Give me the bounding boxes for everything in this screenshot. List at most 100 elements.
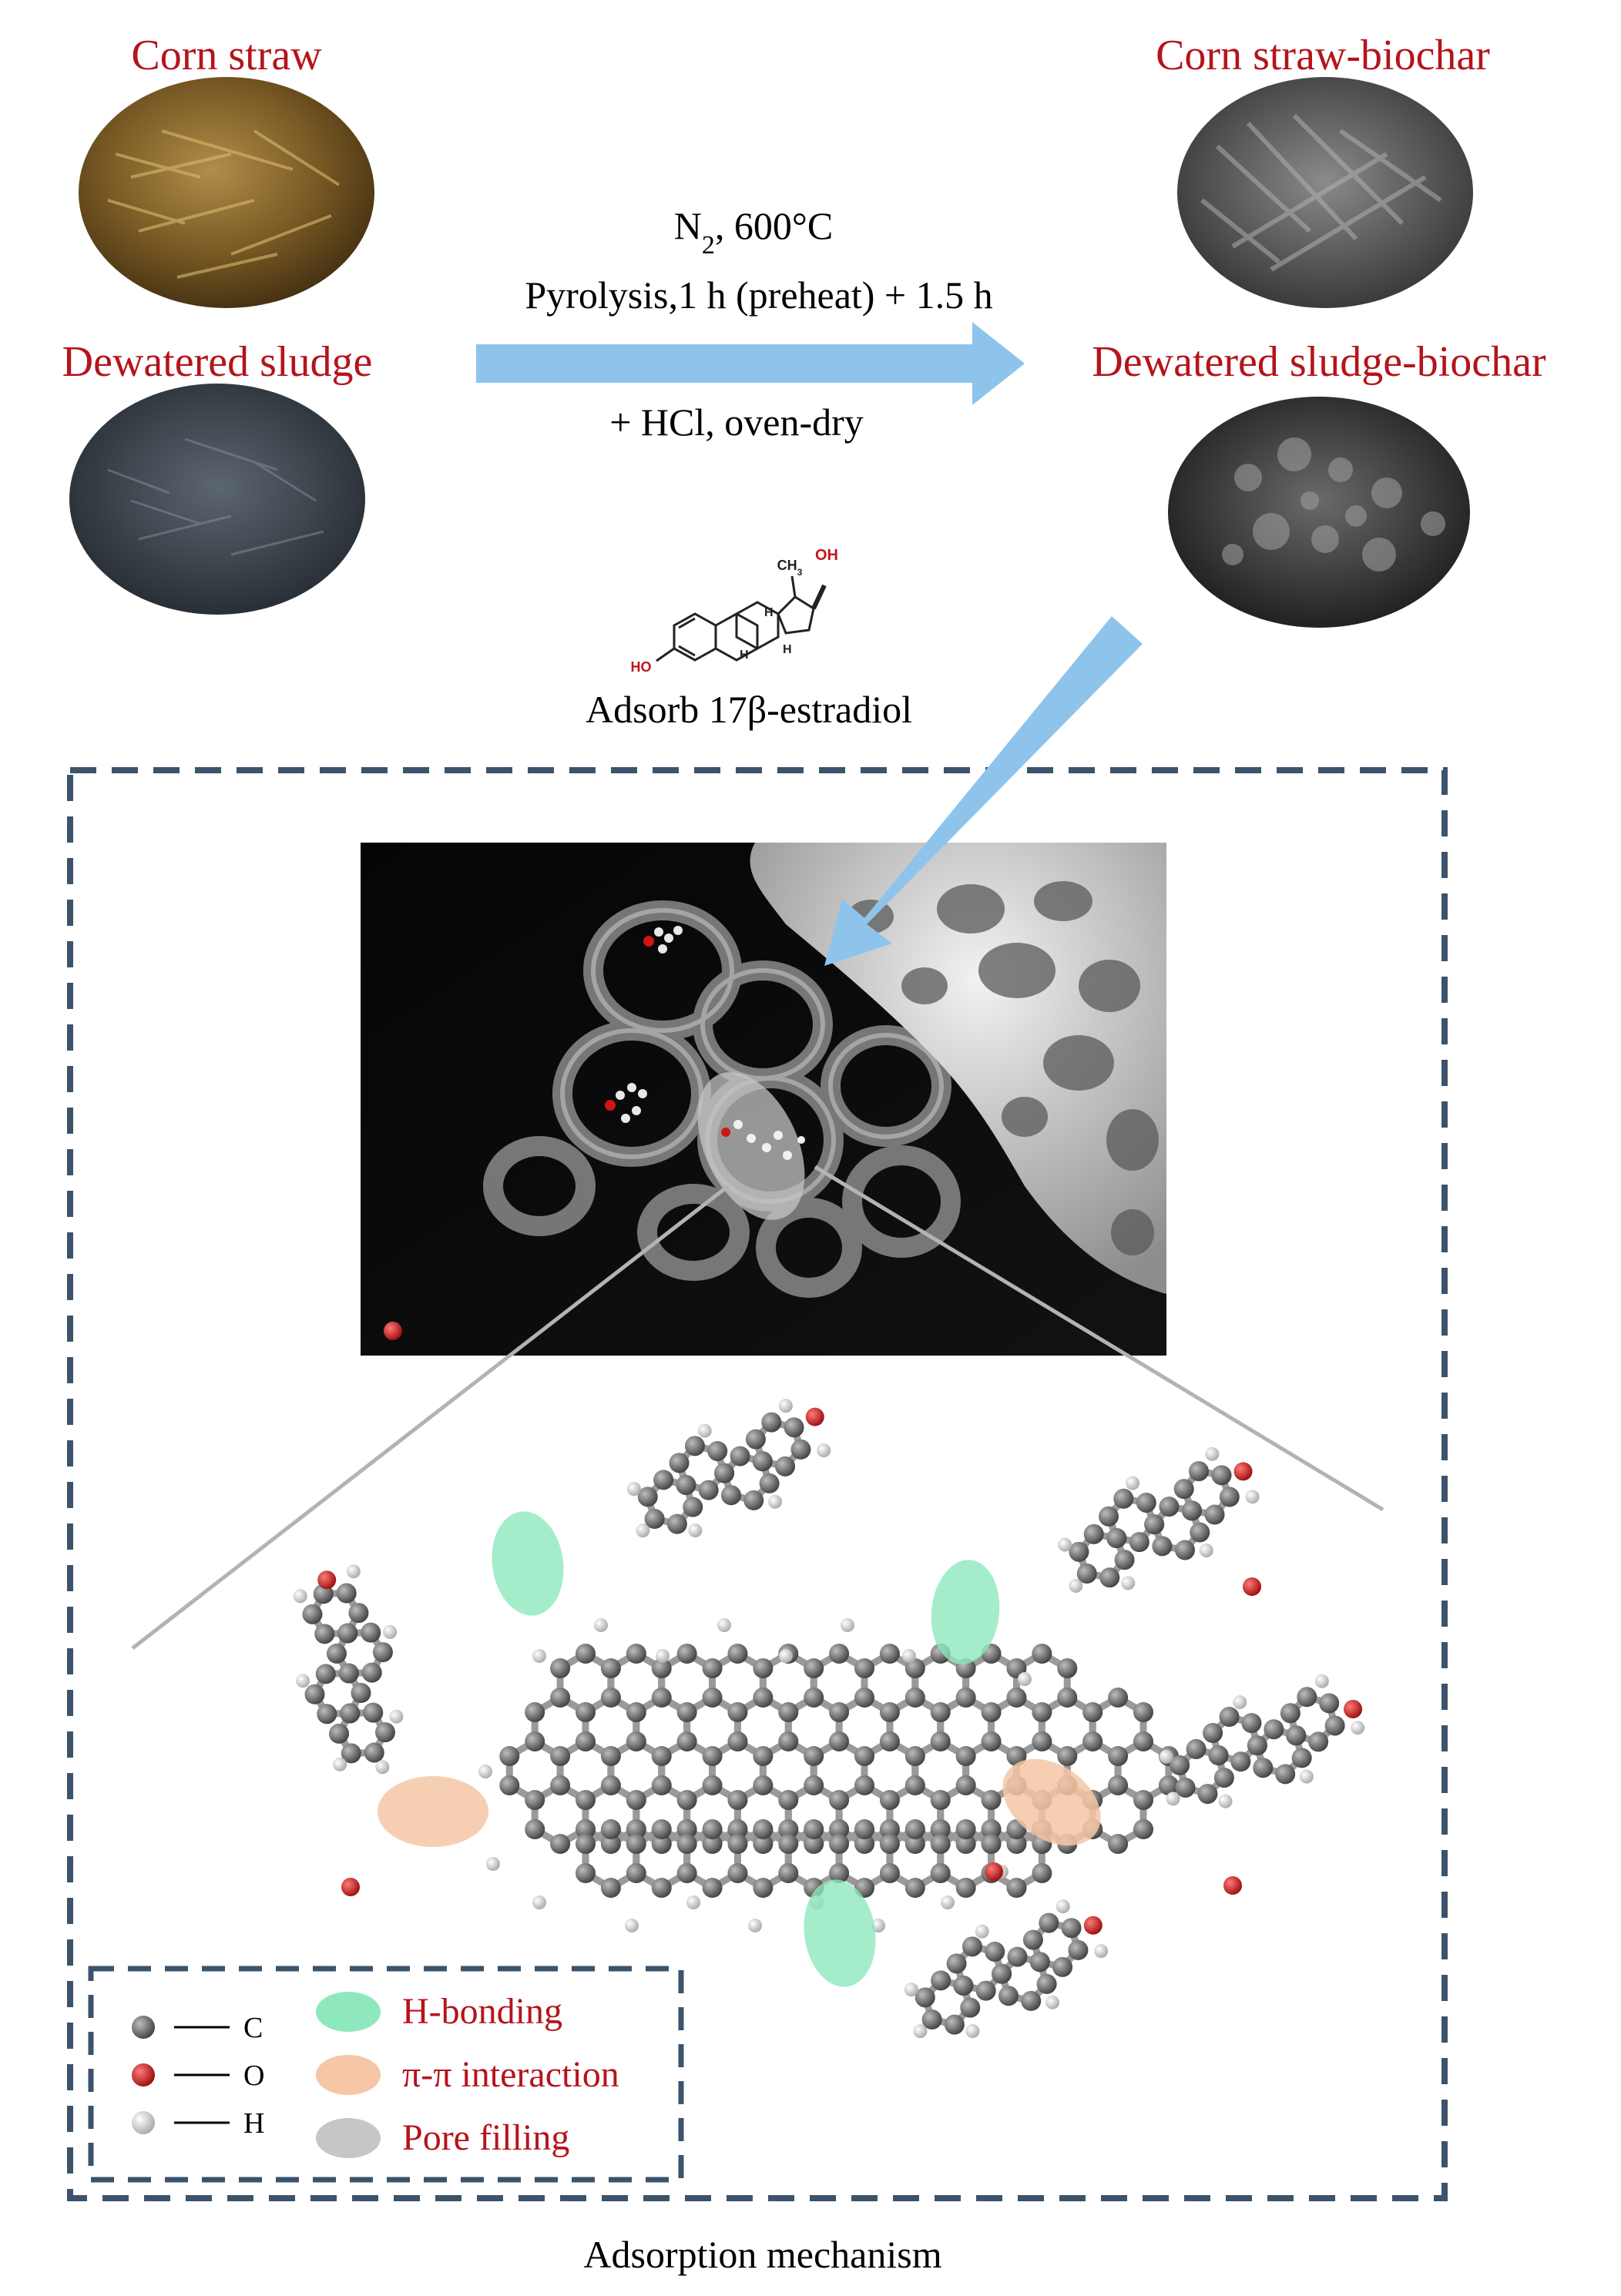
hydrogen-atom — [1233, 1695, 1247, 1710]
carbon-atom — [1099, 1506, 1119, 1527]
svg-text:Pore filling: Pore filling — [402, 2117, 569, 2158]
carbon-atom — [600, 1688, 621, 1708]
carbon-atom — [1158, 1775, 1179, 1795]
legend-atom-carbon: C — [132, 2012, 263, 2044]
mechanism-frame — [67, 767, 1448, 2201]
carbon-atom — [1082, 1702, 1103, 1722]
carbon-atom — [1159, 1497, 1180, 1517]
carbon-atom — [714, 1463, 735, 1483]
hydrogen-atom — [686, 1895, 700, 1909]
carbon-atom — [1052, 1956, 1073, 1977]
hydrogen-atom — [532, 1649, 546, 1663]
carbon-atom — [702, 1688, 723, 1708]
hydrogen-atom — [1058, 1537, 1072, 1552]
carbon-atom — [879, 1863, 900, 1883]
carbon-atom — [930, 1819, 951, 1839]
carbon-atom — [1181, 1500, 1202, 1521]
diagonal-arrow — [824, 616, 1143, 966]
pore-molecule-1 — [643, 926, 683, 954]
carbon-atom — [1211, 1465, 1232, 1486]
carbon-atom — [317, 1704, 337, 1725]
carbon-atom — [981, 1790, 1002, 1810]
hydrogen-atom — [1159, 1749, 1173, 1764]
hydrogen-atom — [1199, 1543, 1213, 1557]
hydrogen-label-3: H — [764, 606, 774, 619]
carbon-atom — [669, 1453, 690, 1473]
figure-caption: Adsorption mechanism — [583, 2233, 941, 2276]
carbon-atom — [778, 1834, 799, 1854]
carbon-atom — [676, 1702, 697, 1722]
carbon-atom — [361, 1662, 382, 1683]
carbon-atom — [1170, 1755, 1190, 1775]
carbon-atom — [651, 1775, 672, 1795]
carbon-atom — [915, 1987, 935, 2008]
hydrogen-atom — [625, 1919, 639, 1932]
carbon-atom — [676, 1644, 697, 1664]
hydrogen-atom — [941, 1895, 955, 1909]
carbon-atom — [829, 1863, 850, 1883]
hydrogen-atom — [778, 1399, 793, 1413]
carbon-atom — [998, 1986, 1019, 2006]
carbon-atom — [702, 1775, 723, 1795]
carbon-atom — [666, 1513, 687, 1534]
carbon-atom — [727, 1644, 748, 1664]
hydrogen-atom — [717, 1618, 731, 1632]
hydrogen-atom — [375, 1760, 390, 1775]
carbon-atom — [364, 1742, 384, 1763]
hydrogen-atom — [346, 1564, 361, 1579]
carbon-atom — [600, 1819, 621, 1839]
carbon-atom — [1006, 1878, 1027, 1898]
carbon-atom — [879, 1731, 900, 1751]
carbon-atom — [576, 1790, 596, 1810]
zoom-line-right — [814, 1165, 1384, 1512]
carbon-atom — [879, 1834, 900, 1854]
corn-straw-label: Corn straw — [131, 32, 322, 79]
carbon-atom — [1133, 1702, 1153, 1722]
hydrogen-atom — [333, 1757, 347, 1771]
acid-treatment: + HCl, oven-dry — [609, 401, 864, 444]
carbon-atom — [720, 1485, 741, 1506]
carbon-atom — [761, 1412, 782, 1433]
carbon-atom — [676, 1474, 696, 1495]
carbon-atom — [930, 1702, 951, 1722]
carbon-atom — [525, 1819, 545, 1839]
pore-molecule-2 — [605, 1083, 647, 1123]
carbon-atom — [1190, 1522, 1210, 1543]
carbon-atom — [1275, 1764, 1296, 1785]
carbon-atom — [854, 1688, 874, 1708]
carbon-atom — [753, 1775, 774, 1795]
carbon-atom — [525, 1702, 545, 1722]
carbon-atom — [960, 1997, 981, 2018]
hydrogen-atom — [748, 1919, 762, 1932]
hydrogen-atom — [902, 1649, 916, 1663]
hydrogen-atom — [389, 1709, 404, 1724]
svg-text:H: H — [243, 2107, 264, 2140]
pi-pi-highlight-1 — [378, 1776, 488, 1847]
carbon-atom — [348, 1603, 369, 1624]
carbon-atom — [1133, 1819, 1153, 1839]
carbon-atom — [804, 1834, 824, 1854]
carbon-atom — [676, 1790, 697, 1810]
carbon-atom — [1029, 1952, 1050, 1973]
sem-image — [361, 843, 1166, 1356]
carbon-atom — [854, 1819, 874, 1839]
carbon-atom — [363, 1702, 384, 1723]
carbon-atom — [829, 1731, 850, 1751]
carbon-atom — [904, 1775, 925, 1795]
carbon-atom — [778, 1863, 799, 1883]
carbon-atom — [626, 1731, 646, 1751]
hydrogen-atom — [965, 2024, 980, 2039]
carbon-atom — [676, 1819, 697, 1839]
carbon-atom — [854, 1658, 874, 1678]
carbon-atom — [337, 1623, 358, 1644]
hydrogen-atom — [975, 1924, 989, 1939]
carbon-atom — [753, 1819, 774, 1839]
carbon-atom — [904, 1746, 925, 1766]
carbon-atom — [1129, 1532, 1149, 1553]
carbon-atom — [702, 1878, 723, 1898]
carbon-atom — [829, 1790, 850, 1810]
hydrogen-atom — [1205, 1446, 1220, 1461]
hydrogen-atom — [688, 1523, 703, 1538]
carbon-atom — [1253, 1758, 1274, 1778]
dewatered-sludge-photo — [69, 384, 365, 615]
